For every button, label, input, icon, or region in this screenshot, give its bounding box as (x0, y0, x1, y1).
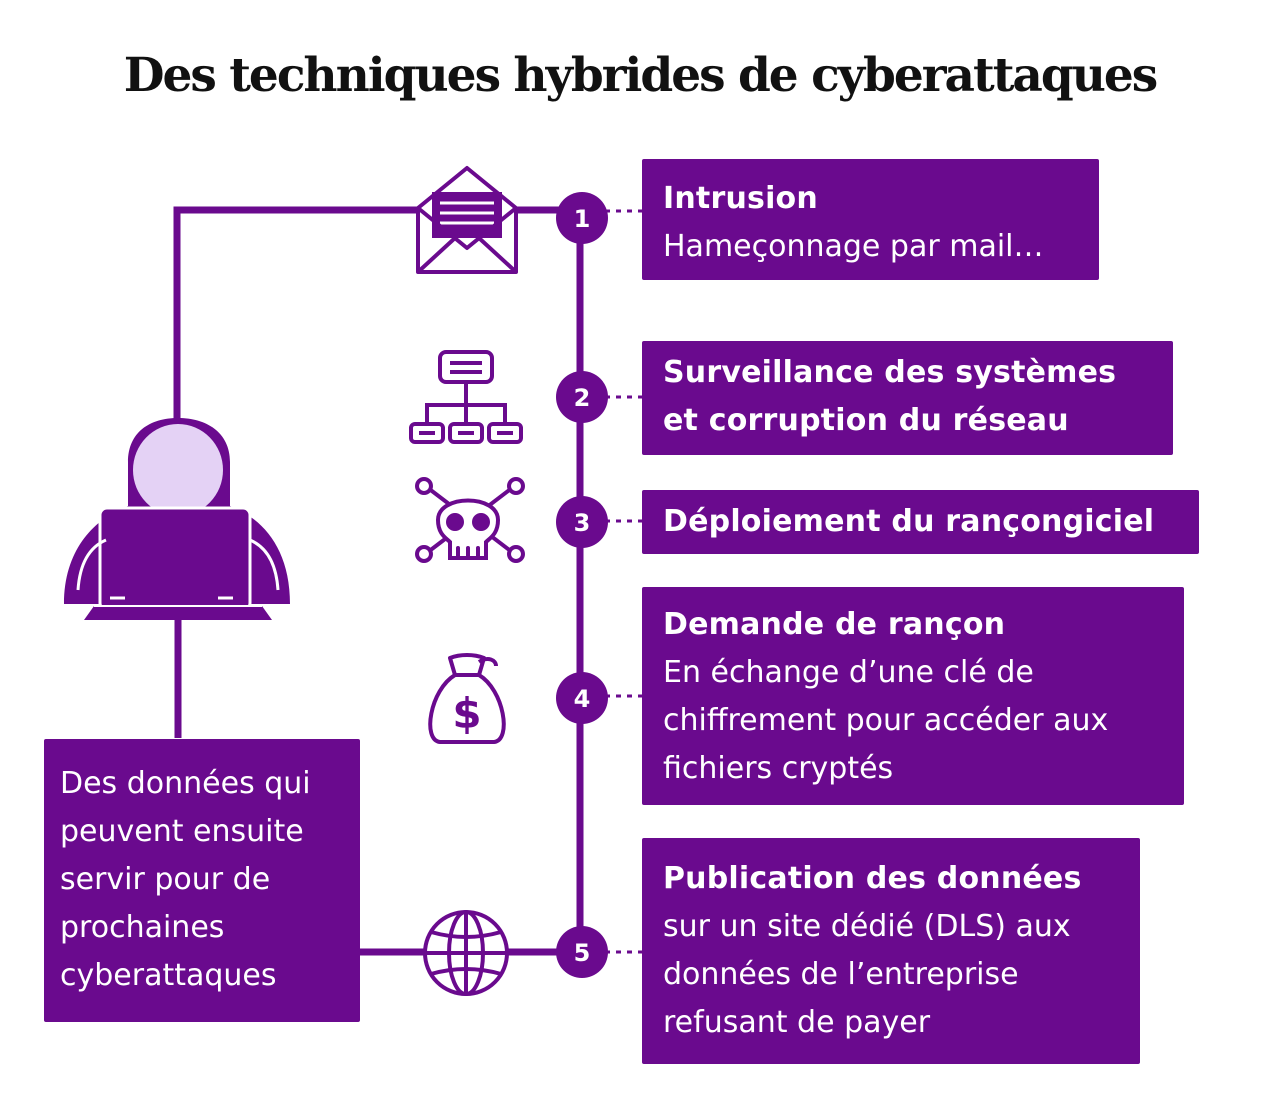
step-box-1: Intrusion Hameçonnage par mail… (642, 159, 1099, 280)
step-number-3: 3 (574, 509, 591, 537)
step-circle-5: 5 (556, 926, 608, 978)
reuse-text-line-3: servir pour de (60, 862, 271, 897)
skull-crossbones-icon (415, 477, 525, 563)
network-hierarchy-icon (409, 350, 523, 444)
step-heading-4: Demande de rançon (663, 607, 1006, 642)
reuse-text-line-2: peuvent ensuite (60, 814, 304, 849)
step-box-2: Surveillance des systèmes et corruption … (642, 341, 1173, 455)
step-circle-3: 3 (556, 496, 608, 548)
step-text-5-line-1: sur un site dédié (DLS) aux (663, 909, 1071, 944)
hacker-icon (64, 418, 290, 620)
step-number-2: 2 (574, 384, 591, 412)
step-text-5-line-3: refusant de payer (663, 1005, 931, 1040)
step-circle-2: 2 (556, 371, 608, 423)
step-box-3: Déploiement du rançongiciel (642, 490, 1199, 554)
step-box-5: Publication des données sur un site dédi… (642, 838, 1140, 1064)
money-bag-icon: $ (428, 653, 506, 744)
reuse-text-line-5: cyberattaques (60, 958, 277, 993)
step-text-4-line-2: chiffrement pour accéder aux (663, 703, 1109, 738)
step-box-4: Demande de rançon En échange d’une clé d… (642, 587, 1184, 805)
step-text-4-line-1: En échange d’une clé de (663, 655, 1034, 690)
step-heading-1: Intrusion (663, 181, 818, 216)
step-circle-1: 1 (556, 192, 608, 244)
step-heading-2-line-1: Surveillance des systèmes (663, 355, 1117, 390)
reuse-text-line-4: prochaines (60, 910, 225, 945)
reuse-data-box: Des données qui peuvent ensuite servir p… (44, 739, 360, 1022)
globe-icon (423, 910, 509, 996)
page-title: Des techniques hybrides de cyberattaques (123, 48, 1159, 103)
step-heading-3: Déploiement du rançongiciel (663, 504, 1155, 539)
step-heading-5: Publication des données (663, 861, 1082, 896)
step-number-4: 4 (574, 685, 591, 713)
step-text-4-line-3: fichiers cryptés (663, 751, 894, 786)
step-number-5: 5 (574, 939, 591, 967)
reuse-text-line-1: Des données qui (60, 766, 311, 801)
envelope-icon (416, 166, 518, 274)
step-heading-2-line-2: et corruption du réseau (663, 403, 1069, 438)
dotted-connectors (605, 209, 642, 954)
dollar-sign: $ (452, 689, 481, 738)
step-number-1: 1 (574, 205, 591, 233)
step-circle-4: 4 (556, 672, 608, 724)
step-text-1: Hameçonnage par mail… (663, 229, 1044, 264)
step-text-5-line-2: données de l’entreprise (663, 957, 1019, 992)
